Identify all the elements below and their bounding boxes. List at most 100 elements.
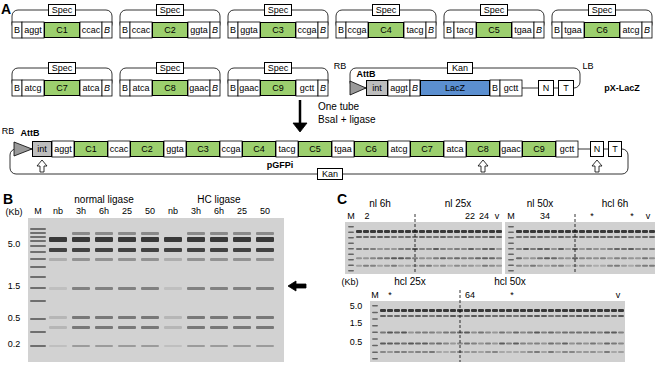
gel-band <box>482 236 488 238</box>
gel-band <box>489 265 495 267</box>
gel-band <box>569 315 575 317</box>
gel-band <box>583 315 589 317</box>
lane-label: 6h <box>99 207 109 216</box>
gel-band <box>565 236 571 238</box>
gel-band <box>233 248 251 252</box>
gel-band <box>348 259 354 261</box>
box-label: N <box>594 145 601 154</box>
overhang-sequence: atca <box>446 145 463 154</box>
resistance-box: Spec <box>156 4 184 16</box>
gel-band <box>593 257 599 259</box>
gel-band <box>256 248 274 252</box>
gel-band <box>586 236 592 238</box>
sequence-cell <box>210 22 220 38</box>
gel-band <box>394 342 400 344</box>
gel-band <box>377 236 383 238</box>
gel-band <box>520 351 526 353</box>
gel-band <box>496 248 502 250</box>
gel-band <box>95 248 113 252</box>
gel-band <box>426 230 432 233</box>
sequence-cell <box>444 22 454 38</box>
box-label: C8 <box>164 84 176 93</box>
gel-band <box>363 265 369 267</box>
gel-band <box>164 287 182 290</box>
box-label: C9 <box>272 84 284 93</box>
gel-band <box>506 351 512 353</box>
gel-band <box>544 248 550 250</box>
gel-band <box>544 236 550 238</box>
gel-band <box>447 230 453 233</box>
gel-band <box>118 232 136 235</box>
lane-label: v <box>616 291 621 300</box>
gel-band <box>548 309 554 312</box>
gel-band <box>555 309 561 312</box>
gel-band <box>443 351 449 353</box>
gel-band <box>370 265 376 267</box>
gel-band <box>141 287 159 290</box>
gel-image <box>505 222 655 274</box>
gel-band <box>496 230 502 233</box>
module-box: C1 <box>74 141 108 157</box>
sequence-cell <box>562 22 584 38</box>
overhang-sequence: ggta <box>190 26 208 35</box>
gel-band <box>489 230 495 233</box>
gel-band <box>118 326 136 329</box>
gel-band <box>628 257 634 259</box>
box-label: C1 <box>85 145 97 154</box>
sequence-cell <box>52 141 74 157</box>
overhang-sequence: tgaa <box>564 26 582 35</box>
gel-band <box>523 257 529 259</box>
gel-band <box>398 236 404 238</box>
gel-band <box>544 257 550 259</box>
overhang-sequence: atca <box>82 84 99 93</box>
bsai-site: B <box>428 26 434 35</box>
gel-band <box>562 351 568 353</box>
lane-label: 22 <box>465 212 475 221</box>
gel-band <box>607 248 613 250</box>
gel-band <box>380 332 386 334</box>
bsai-site: B <box>230 26 236 35</box>
sequence-cell <box>410 80 420 96</box>
module-box: C9 <box>260 80 296 96</box>
gel-band <box>508 243 514 245</box>
box-label: C3 <box>272 26 284 35</box>
gel-band <box>426 265 432 267</box>
gel-band <box>210 326 228 329</box>
bsai-site: B <box>230 84 236 93</box>
overhang-sequence: tgaa <box>514 26 532 35</box>
gel-band <box>565 265 571 267</box>
gel-band <box>210 345 228 347</box>
gel-band <box>405 265 411 267</box>
gel-band <box>579 230 585 233</box>
bsai-site: B <box>492 84 498 93</box>
bsai-site: B <box>338 26 344 35</box>
gel-band <box>391 265 397 267</box>
sequence-cell <box>346 22 368 38</box>
gel-band <box>426 248 432 250</box>
module-box: C8 <box>152 80 188 96</box>
panel-letter: B <box>3 192 13 206</box>
gel-band <box>370 230 376 233</box>
gel-band <box>210 237 228 242</box>
border-label: LB <box>582 62 593 71</box>
gel-band <box>141 248 159 252</box>
gel-band <box>579 248 585 250</box>
gel-band <box>387 332 393 334</box>
size-mark: 5.0 <box>350 302 363 311</box>
axis-unit: (Kb) <box>5 208 22 217</box>
gel-band <box>600 257 606 259</box>
size-mark: 0.5 <box>350 338 363 347</box>
gel-band <box>164 326 182 329</box>
gel-band <box>415 315 421 317</box>
sequence-cell <box>22 22 44 38</box>
module-box: C3 <box>186 141 220 157</box>
gel-band <box>523 265 529 267</box>
gel-band <box>471 332 477 334</box>
gel-band <box>492 315 498 317</box>
gel-band <box>433 248 439 250</box>
gel-band <box>579 265 585 267</box>
gel-band <box>551 230 557 233</box>
gel-band <box>569 351 575 353</box>
sequence-cell <box>210 80 220 96</box>
gel-band <box>548 342 554 344</box>
